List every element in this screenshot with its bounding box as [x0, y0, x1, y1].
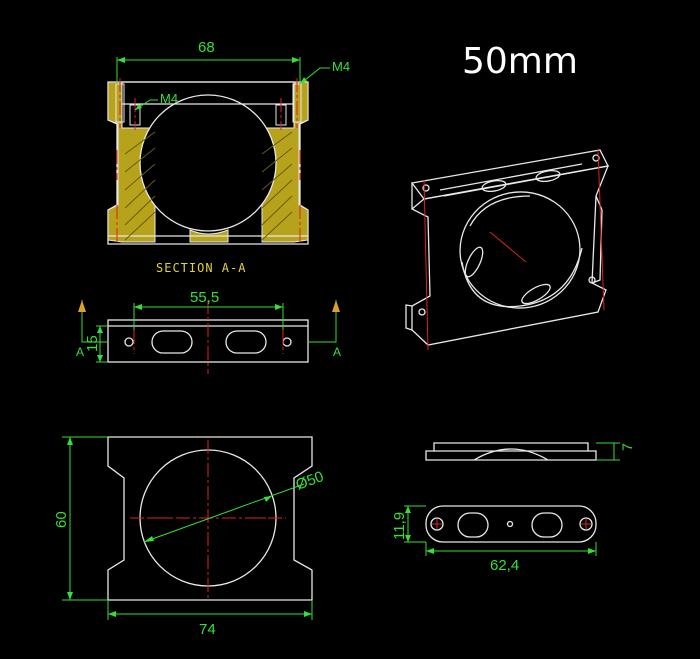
thickness-dim-7: 7	[619, 443, 635, 451]
thread-label-outer: M4	[332, 59, 350, 74]
span-dim-55-5: 55,5	[190, 289, 219, 306]
height-dim-15: 15	[84, 335, 101, 352]
isometric-view	[405, 149, 610, 351]
height-dim-60: 60	[53, 511, 70, 528]
bottom-top-view: 7	[425, 442, 635, 461]
width-dim-68: 68	[198, 39, 215, 56]
section-view: 68 M4 M4 SECTION A-A	[107, 39, 350, 275]
cut-label-left: A	[76, 345, 84, 359]
bottom-plate-view: 11,9 62,4	[391, 505, 597, 574]
thread-label-inner: M4	[160, 91, 178, 106]
cut-label-right: A	[333, 345, 341, 359]
drawing-title: 50mm	[462, 41, 578, 82]
section-label: SECTION A-A	[156, 261, 246, 275]
width-dim-74: 74	[199, 621, 216, 638]
side-view: 55,5 15 A A	[76, 289, 341, 374]
width-dim-62-4: 62,4	[490, 557, 519, 574]
height-dim-11-9: 11,9	[391, 512, 408, 540]
bore-dim-50: Ø50	[294, 468, 326, 494]
front-view: 60 74 Ø50	[53, 436, 326, 638]
